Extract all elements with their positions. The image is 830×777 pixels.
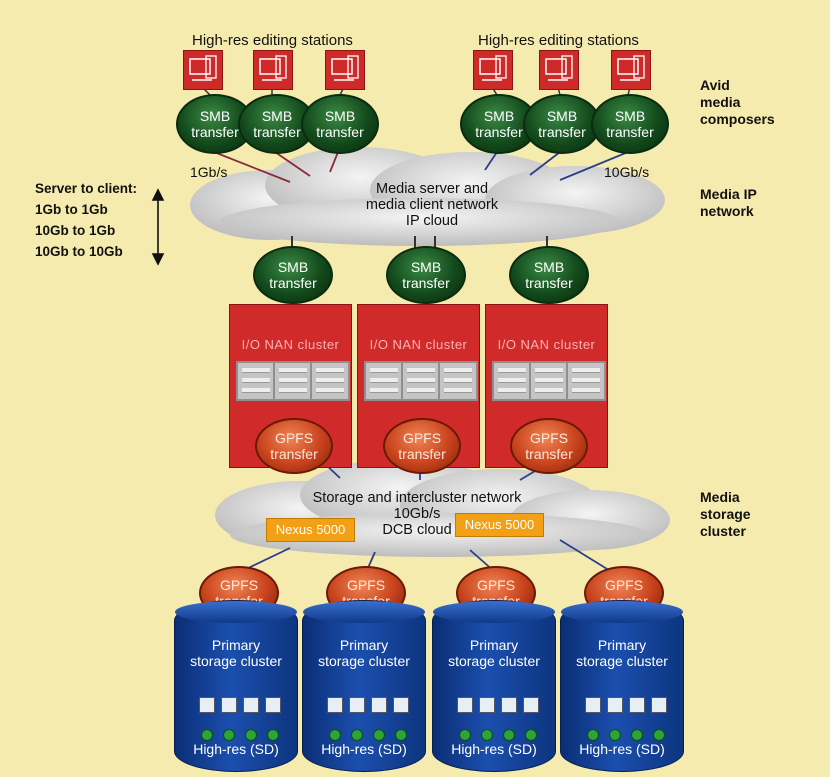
storage-footer: High-res (SD) (321, 741, 407, 757)
server-icon (566, 361, 606, 401)
status-led-icon (503, 729, 515, 741)
disk-icon (349, 697, 365, 713)
editing-station-icon (253, 50, 293, 90)
storage-footer: High-res (SD) (193, 741, 279, 757)
status-led-icon (609, 729, 621, 741)
disk-icon (607, 697, 623, 713)
disk-icon (371, 697, 387, 713)
status-led-icon (395, 729, 407, 741)
status-led-icon (459, 729, 471, 741)
nexus-5000-switch: Nexus 5000 (266, 518, 355, 542)
status-led-icon (245, 729, 257, 741)
status-led-icon (267, 729, 279, 741)
cluster-label: I/O NAN cluster (369, 337, 468, 352)
editing-station-icon (473, 50, 513, 90)
storage-footer: High-res (SD) (579, 741, 665, 757)
status-led-icon (653, 729, 665, 741)
disk-icon (327, 697, 343, 713)
disk-icon (629, 697, 645, 713)
status-led-icon (631, 729, 643, 741)
status-led-icon (329, 729, 341, 741)
disk-icon (651, 697, 667, 713)
cluster-label: I/O NAN cluster (241, 337, 340, 352)
status-led-icon (373, 729, 385, 741)
server-icon (236, 361, 276, 401)
disk-icon (243, 697, 259, 713)
status-led-icon (201, 729, 213, 741)
cluster-label: I/O NAN cluster (497, 337, 596, 352)
disk-icon (457, 697, 473, 713)
server-icon (310, 361, 350, 401)
disk-icon (265, 697, 281, 713)
editing-station-icon (611, 50, 651, 90)
server-client-arrow (151, 188, 165, 266)
speed-label-left: 1Gb/s (190, 164, 228, 180)
server-icon (438, 361, 478, 401)
disk-icon (199, 697, 215, 713)
media-ip-cloud (190, 147, 665, 246)
editing-station-icon (539, 50, 579, 90)
storage-footer: High-res (SD) (451, 741, 537, 757)
status-led-icon (351, 729, 363, 741)
disk-icon (501, 697, 517, 713)
disk-icon (479, 697, 495, 713)
editing-station-icon (183, 50, 223, 90)
editing-station-icon (325, 50, 365, 90)
server-icon (364, 361, 404, 401)
status-led-icon (481, 729, 493, 741)
speed-label-right: 10Gb/s (604, 164, 650, 180)
server-icon (401, 361, 441, 401)
status-led-icon (587, 729, 599, 741)
disk-icon (523, 697, 539, 713)
status-led-icon (525, 729, 537, 741)
server-icon (273, 361, 313, 401)
disk-icon (393, 697, 409, 713)
stations-title-left: High-res editing stations (192, 32, 353, 49)
disk-icon (585, 697, 601, 713)
stations-title-right: High-res editing stations (478, 32, 639, 49)
server-icon (529, 361, 569, 401)
nexus-5000-switch: Nexus 5000 (455, 513, 544, 537)
status-led-icon (223, 729, 235, 741)
disk-icon (221, 697, 237, 713)
server-icon (492, 361, 532, 401)
